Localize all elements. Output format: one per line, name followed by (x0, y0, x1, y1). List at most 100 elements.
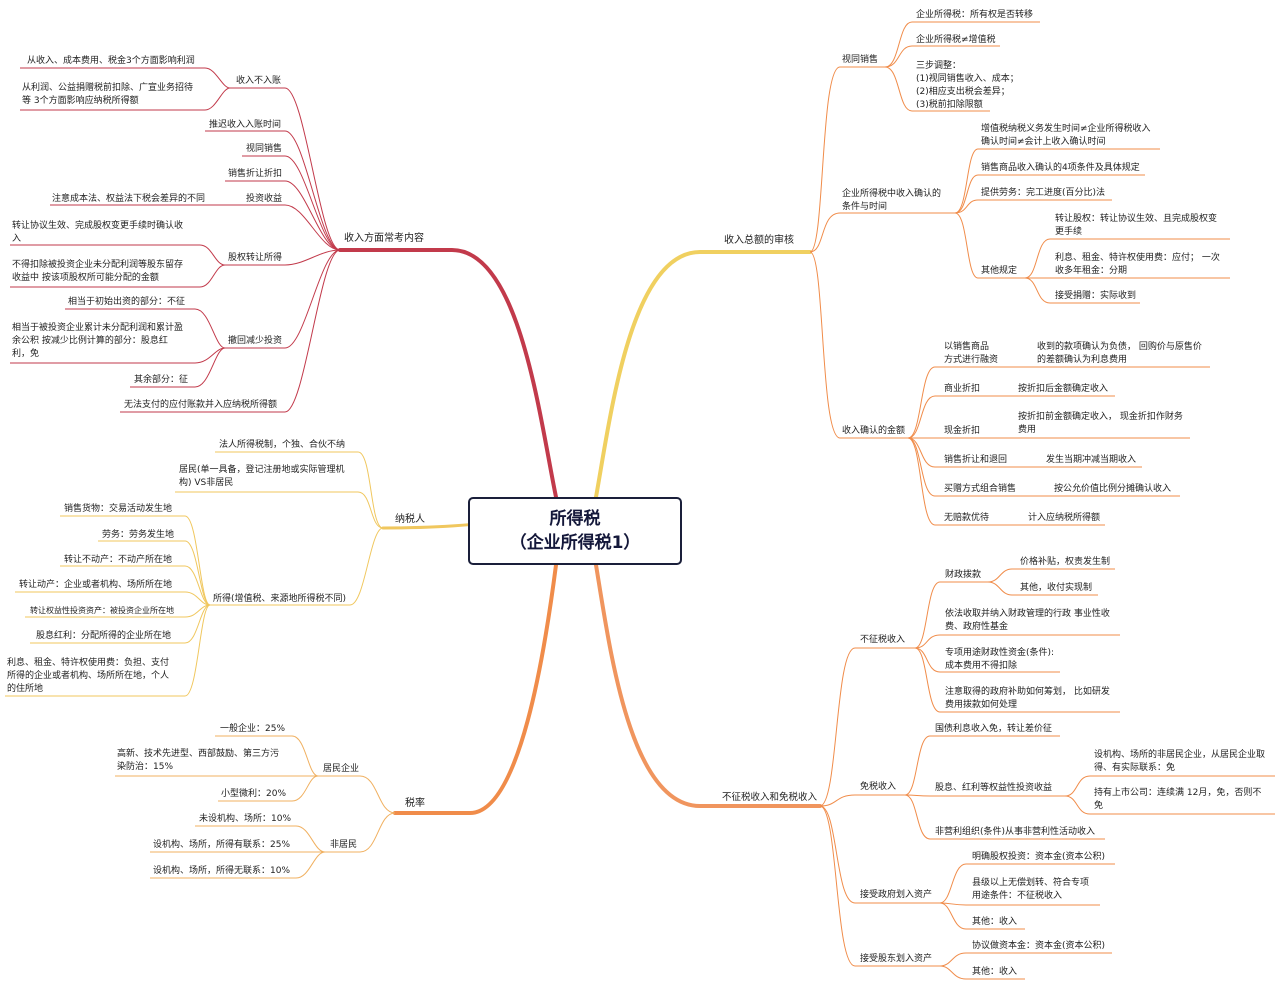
branch-income-review: 收入总额的审核 (724, 233, 794, 246)
node-discount: 销售折让折扣 (228, 167, 282, 179)
leaf-service: 提供劳务：完工进度(百分比)法 (981, 186, 1105, 198)
leaf-goods: 销售商品收入确认的4项条件及具体规定 (981, 161, 1140, 173)
leaf-dividend-resident-1: 设机构、场所的非居民企业，从居民企业取 (1094, 748, 1265, 760)
node-fiscal: 财政拨款 (945, 568, 981, 580)
leaf-source-1: 销售货物：交易活动发生地 (64, 502, 172, 514)
leaf-nonprofit: 非营利组织(条件)从事非营利性活动收入 (935, 825, 1095, 837)
main-branch-income-review (594, 250, 812, 499)
leaf-royalty-2: 所得的企业或者机构、场所所在地，个人 (7, 669, 169, 681)
leaf-withdraw-5: 其余部分：征 (134, 373, 188, 385)
leaf-withdraw-3: 余公积 按减少比例计算的部分：股息红 (12, 334, 168, 346)
leaf-fund-2: 费、政府性基金 (945, 620, 1008, 632)
leaf-source-6: 股息红利：分配所得的企业所在地 (36, 629, 171, 641)
leaf-gov-2: 县级以上无偿划转、符合专项 (972, 876, 1089, 888)
taxpayer-lines (5, 451, 384, 697)
leaf-prize: 计入应纳税所得额 (1028, 511, 1100, 523)
tax-rate-lines (115, 735, 396, 879)
leaf-holder-1: 协议做资本金：资本金(资本公积) (972, 939, 1105, 951)
leaf-equity-2: 入 (12, 233, 21, 244)
node-amount: 收入确认的金额 (842, 424, 905, 436)
leaf-vat-2: 确认时间≠会计上收入确认时间 (981, 135, 1106, 147)
node-non-taxable: 不征税收入 (860, 633, 905, 645)
node-commercial: 商业折扣 (944, 382, 980, 394)
income-content-lines (10, 67, 341, 413)
leaf-unrecorded-2: 从利润、公益捐赠税前扣除、广宣业务招待 (22, 81, 193, 93)
node-resident-2: 构) VS非居民 (179, 476, 233, 488)
leaf-withdraw-2: 相当于被投资企业累计未分配利润和累计盈 (12, 321, 183, 333)
node-equity-transfer: 股权转让所得 (228, 251, 282, 263)
branch-taxpayer: 纳税人 (395, 512, 425, 525)
node-unpaid: 无法支付的应付账款并入应纳税所得额 (124, 398, 277, 410)
leaf-source-2: 劳务：劳务发生地 (102, 528, 174, 540)
income-review-lines (809, 21, 1230, 526)
leaf-investment: 注意成本法、权益法下税会差异的不同 (52, 192, 205, 204)
branch-tax-rate: 税率 (405, 796, 425, 809)
leaf-deemed-5: (2)相应支出税会差异； (916, 85, 1010, 97)
leaf-financing-1: 收到的款项确认为负债， 回购价与原售价 (1037, 340, 1202, 352)
main-branches (338, 248, 822, 815)
leaf-unrecorded-3: 等 3个方面影响应纳税所得额 (22, 94, 139, 106)
central-subtitle: （企业所得税1） (509, 533, 641, 553)
exempt-texts: 不征税收入和免税收入 不征税收入 财政拨款 价格补贴，权责发生制 其他，收付实现… (722, 555, 1265, 977)
node-legal: 法人所得税制，个独、合伙不纳 (219, 438, 345, 450)
leaf-dividend-listed-1: 持有上市公司：连续满 12月，免，否则不 (1094, 786, 1261, 798)
leaf-returns: 发生当期冲减当期收入 (1046, 453, 1136, 465)
leaf-dividend-resident-2: 得、有实际联系：免 (1094, 761, 1175, 773)
leaf-donation: 接受捐赠：实际收到 (1055, 289, 1136, 301)
leaf-bond: 国债利息收入免，转让差价征 (935, 722, 1052, 734)
leaf-note-2: 费用拨款如何处理 (945, 698, 1017, 710)
node-returns: 销售折让和退回 (944, 453, 1007, 465)
leaf-withdraw-4: 利，免 (12, 347, 39, 359)
leaf-special-1: 专项用途财政性资金(条件): (945, 646, 1054, 658)
node-investment: 投资收益 (246, 192, 282, 204)
leaf-unrecorded-1: 从收入、成本费用、税金3个方面影响利润 (27, 54, 195, 66)
leaf-rent-1: 利息、租金、特许权使用费：应付； 一次 (1055, 251, 1220, 263)
main-branch-tax-rate (393, 563, 558, 815)
leaf-source-4: 转让动产：企业或者机构、场所所在地 (19, 578, 172, 590)
node-withdraw: 撤回减少投资 (228, 334, 282, 346)
leaf-dividend-listed-2: 免 (1094, 799, 1103, 811)
leaf-deemed-6: (3)税前扣除限额 (916, 98, 983, 110)
node-holder-assets: 接受股东划入资产 (860, 952, 932, 964)
leaf-royalty-3: 的住所地 (7, 682, 43, 694)
node-other-rules: 其他规定 (981, 264, 1017, 276)
leaf-gov-3: 用途条件：不征税收入 (972, 889, 1062, 901)
leaf-financing-2: 的差额确认为利息费用 (1037, 353, 1127, 365)
leaf-vat-1: 增值税纳税义务发生时间≠企业所得税收入 (981, 122, 1151, 134)
node-financing-2: 方式进行融资 (944, 353, 998, 365)
leaf-rent-2: 收多年租金：分期 (1055, 264, 1127, 276)
branch-exempt: 不征税收入和免税收入 (722, 791, 818, 803)
leaf-source-5: 转让权益性投资资产：被投资企业所在地 (30, 605, 174, 615)
leaf-deemed-4: (1)视同销售收入、成本； (916, 72, 1019, 84)
leaf-hitech-2: 染防治：15% (117, 760, 173, 772)
leaf-small-rate: 小型微利：20% (221, 787, 286, 799)
leaf-deemed-2: 企业所得税≠增值税 (916, 33, 996, 45)
node-bundle: 买赠方式组合销售 (944, 482, 1016, 494)
leaf-hitech-1: 高新、技术先进型、西部鼓励、第三方污 (117, 747, 279, 759)
leaf-equity-1: 转让协议生效、完成股权变更手续时确认收 (12, 219, 183, 231)
main-branch-exempt (594, 563, 822, 808)
node-financing-1: 以销售商品 (944, 340, 989, 352)
leaf-cash-1: 按折扣前金额确定收入， 现金折扣作财务 (1018, 410, 1183, 422)
leaf-holder-2: 其他：收入 (972, 965, 1017, 977)
central-title: 所得税 (549, 509, 601, 529)
leaf-commercial: 按折扣后金额确定收入 (1018, 382, 1108, 394)
central-topic[interactable]: 所得税 （企业所得税1） (468, 497, 682, 565)
node-gov-assets: 接受政府划入资产 (860, 888, 932, 900)
main-branch-income-content (338, 248, 558, 499)
leaf-note-1: 注意取得的政府补助如何筹划， 比如研发 (945, 685, 1110, 697)
leaf-withdraw-1: 相当于初始出资的部分：不征 (68, 295, 185, 307)
node-recognition-1: 企业所得税中收入确认的 (842, 187, 941, 199)
leaf-deemed-3: 三步调整： (916, 59, 961, 71)
node-nonresident: 非居民 (330, 838, 357, 850)
node-resident-1: 居民(单一具备，登记注册地或实际管理机 (179, 463, 345, 475)
taxpayer-texts: 纳税人 法人所得税制，个独、合伙不纳 居民(单一具备，登记注册地或实际管理机 构… (7, 438, 425, 694)
leaf-gov-4: 其他：收入 (972, 915, 1017, 927)
leaf-fund-1: 依法收取并纳入财政管理的行政 事业性收 (945, 607, 1110, 619)
node-source: 所得(增值税、来源地所得税不同) (213, 592, 346, 604)
leaf-nonresident-2: 设机构、场所，所得有联系：25% (153, 838, 290, 850)
leaf-equity-rule-2: 更手续 (1055, 225, 1082, 237)
tax-rate-texts: 税率 居民企业 一般企业：25% 高新、技术先进型、西部鼓励、第三方污 染防治：… (117, 722, 425, 876)
node-dividend: 股息、红利等权益性投资收益 (935, 781, 1052, 793)
